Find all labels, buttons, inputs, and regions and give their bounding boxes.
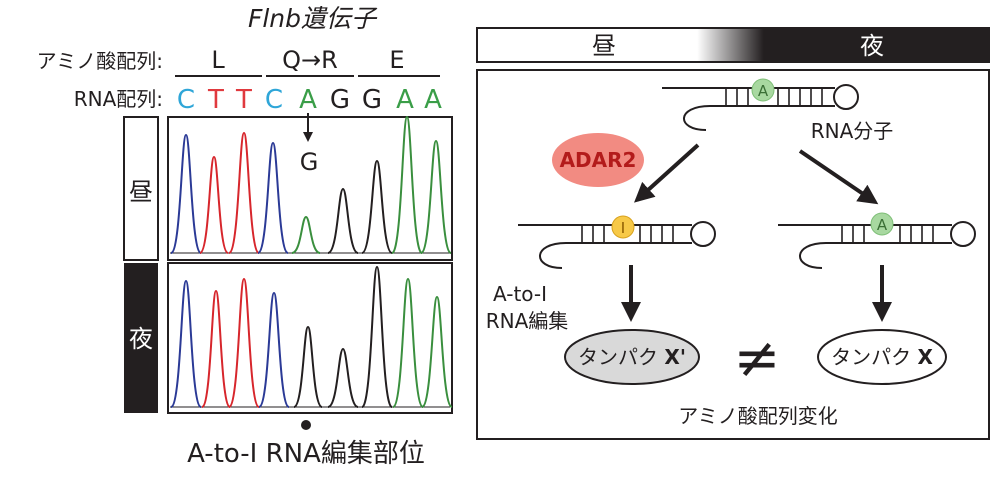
base-i <box>611 215 635 239</box>
chromatogram-peak <box>257 141 289 254</box>
base-4: C <box>265 85 283 115</box>
chromatogram-peak <box>170 133 202 254</box>
chromatogram-peak <box>170 279 202 408</box>
codon-2: Q→R C A G <box>265 46 354 115</box>
codon-3: E G A A <box>358 46 442 115</box>
chromatogram-peak <box>361 265 393 408</box>
chromatogram-peak <box>228 131 260 254</box>
base-6: G <box>330 85 350 115</box>
gene-title: Flnb遺伝子 <box>248 4 378 33</box>
amino-acid-2: Q→R <box>282 46 338 74</box>
amino-acid-change-label: アミノ酸配列変化 <box>678 404 838 428</box>
protein-x-label: タンパク X <box>831 345 933 369</box>
chromatogram-peak <box>391 115 423 254</box>
rna-hairpin-edited: I <box>518 215 716 269</box>
day-bar-label: 昼 <box>129 178 153 206</box>
protein-x-prime <box>564 329 700 385</box>
base-8: A <box>396 85 414 115</box>
rna-hairpin-top: A <box>662 78 859 131</box>
base-a-right <box>870 212 894 236</box>
protein-x <box>817 329 947 385</box>
arrow-to-edited <box>634 143 700 203</box>
right-panel: 昼 夜 A RNA分子 ADAR2 <box>476 27 990 440</box>
chromatogram-peak <box>392 277 424 408</box>
base-5: A <box>299 85 317 115</box>
editing-site-dot <box>301 420 311 430</box>
chromatogram-peak <box>291 215 321 254</box>
chromatogram-peak <box>228 277 260 408</box>
left-panel: Flnb遺伝子 アミノ酸配列: RNA配列: L C T T Q→R C A G… <box>37 4 453 469</box>
base-1: C <box>177 85 195 115</box>
base-3: T <box>235 85 252 115</box>
protein-x-prime-label: タンパク X' <box>578 345 686 369</box>
chromatogram-peak <box>199 155 229 254</box>
chromatogram-peak <box>420 139 452 254</box>
editing-label-line1: A-to-I <box>493 282 547 306</box>
edited-base-label: G <box>300 148 319 176</box>
editing-label-line2: RNA編集 <box>486 309 569 333</box>
base-a-right-label: A <box>877 216 888 234</box>
base-2: T <box>207 85 224 115</box>
chromatogram-peak <box>201 289 231 408</box>
amino-acid-1: L <box>211 46 225 74</box>
day-bar <box>123 116 159 261</box>
amino-acid-row-label: アミノ酸配列: <box>37 49 163 73</box>
night-bar <box>124 263 158 413</box>
not-equal-sign: ≠ <box>734 326 781 391</box>
chromatogram-peak <box>421 295 453 408</box>
base-a-top-label: A <box>758 82 769 100</box>
codon-1: L C T T <box>175 46 262 115</box>
night-label: 夜 <box>860 32 884 60</box>
adar2-label: ADAR2 <box>560 148 637 172</box>
base-a-top <box>751 78 775 102</box>
night-bar-label: 夜 <box>129 325 153 353</box>
arrow-to-unedited <box>798 149 879 205</box>
chromatogram-traces <box>170 115 453 408</box>
chromatogram-peak <box>258 291 290 408</box>
editing-site-caption: A-to-I RNA編集部位 <box>187 439 425 469</box>
chromatogram-peak <box>327 347 359 408</box>
rna-hairpin-unedited: A <box>778 212 976 269</box>
amino-acid-3: E <box>389 46 404 74</box>
rna-row-label: RNA配列: <box>74 87 163 111</box>
chromatogram-night-box <box>167 262 453 414</box>
day-night-bar <box>476 27 990 63</box>
rna-molecule-label: RNA分子 <box>811 119 894 143</box>
base-7: G <box>362 85 382 115</box>
chromatogram-peak <box>293 325 323 408</box>
chromatogram-day-box <box>167 116 453 261</box>
chromatogram-peak <box>327 187 359 254</box>
adar2-enzyme <box>552 133 644 187</box>
base-9: A <box>424 85 442 115</box>
chromatogram-peak <box>361 159 393 254</box>
day-label: 昼 <box>592 32 616 60</box>
base-i-label: I <box>621 219 625 237</box>
